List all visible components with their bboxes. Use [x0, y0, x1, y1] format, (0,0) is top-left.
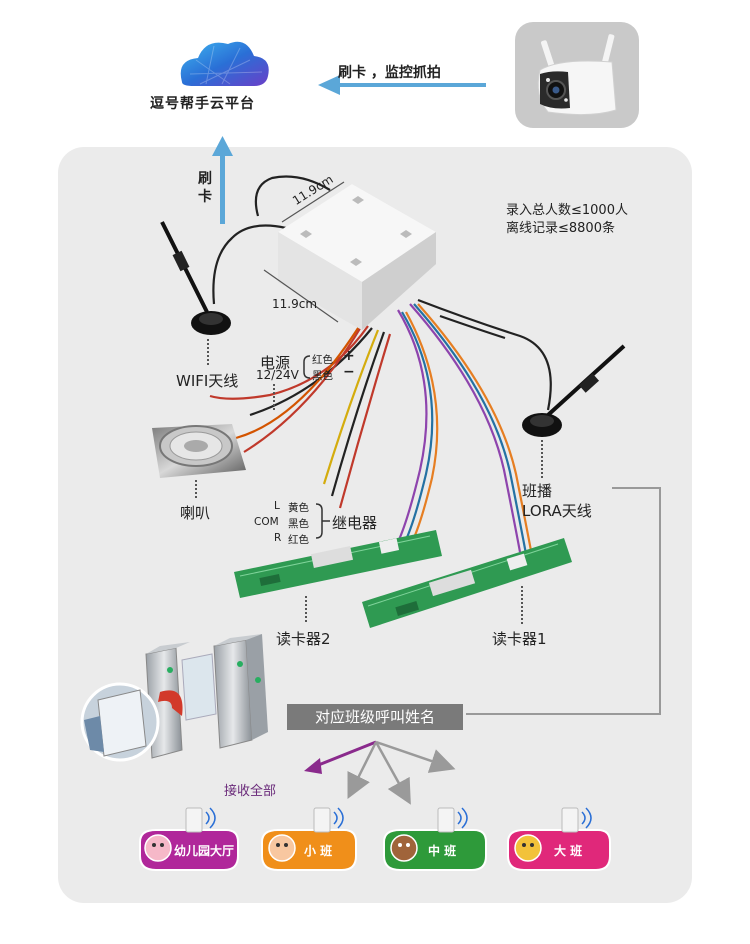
reader1-label: 读卡器1	[492, 630, 547, 648]
power-red-label: 红色	[312, 354, 333, 366]
relay-r-color: 红色	[288, 534, 309, 546]
relay-com: COM	[254, 516, 279, 528]
spec-line-2: 离线记录≤8800条	[506, 221, 615, 236]
power-voltage: 12/24V	[256, 368, 299, 382]
relay-l: L	[274, 500, 280, 512]
class-badge-large	[507, 807, 611, 871]
wifi-antenna-icon	[160, 221, 231, 335]
power-plus: +	[343, 348, 355, 364]
broadcast-arrows	[304, 740, 456, 805]
speaker-label: 喇叭	[180, 504, 211, 522]
camera-icon	[515, 22, 639, 128]
relay-l-color: 黄色	[288, 502, 309, 514]
arrow-device-to-cloud	[212, 136, 233, 224]
controller-box	[278, 184, 436, 330]
power-bracket	[303, 355, 311, 379]
lora-label-line1: 班播	[522, 482, 553, 500]
cloud-icon	[180, 41, 269, 86]
class-badge-small	[261, 807, 357, 871]
lora-connector-line	[466, 487, 661, 715]
class-badge-kindergarten	[139, 807, 239, 871]
power-label: 电源	[260, 354, 291, 372]
swipe-up-label-2: 卡	[198, 189, 212, 205]
cable-bundle	[209, 175, 552, 557]
dimension-depth-label: 11.9cm	[272, 297, 318, 311]
class-badge-middle	[383, 807, 487, 871]
relay-label: 继电器	[332, 514, 378, 532]
lora-antenna-icon	[522, 344, 626, 437]
card-reader-1	[362, 538, 572, 628]
arrow-camera-to-cloud	[318, 75, 486, 95]
speaker-icon	[152, 424, 246, 478]
class-name-large: 大 班	[554, 844, 583, 858]
card-reader-2	[234, 530, 442, 598]
call-name-box: 对应班级呼叫姓名	[287, 704, 463, 730]
dimension-lines	[263, 181, 345, 323]
relay-bracket	[315, 503, 330, 539]
gate-detail-inset	[80, 682, 183, 762]
class-name-small: 小 班	[304, 844, 333, 858]
power-black-label: 黑色	[312, 370, 333, 382]
class-name-kindergarten: 幼儿园大厅	[174, 844, 235, 858]
swipe-up-label-1: 刷	[198, 171, 212, 187]
wifi-antenna-label: WIFI天线	[176, 372, 239, 390]
cloud-platform-title: 逗号帮手云平台	[150, 96, 255, 112]
relay-r: R	[274, 532, 282, 544]
relay-com-color: 黑色	[288, 518, 309, 530]
swipe-monitor-label: 刷卡 ，监控抓拍	[338, 65, 441, 81]
reader2-label: 读卡器2	[276, 630, 331, 648]
lora-label-line2: LORA天线	[522, 502, 592, 520]
class-name-middle: 中 班	[428, 844, 457, 858]
spec-line-1: 录入总人数≤1000人	[506, 203, 628, 218]
receive-all-label: 接收全部	[224, 784, 277, 799]
power-minus: −	[343, 364, 355, 380]
